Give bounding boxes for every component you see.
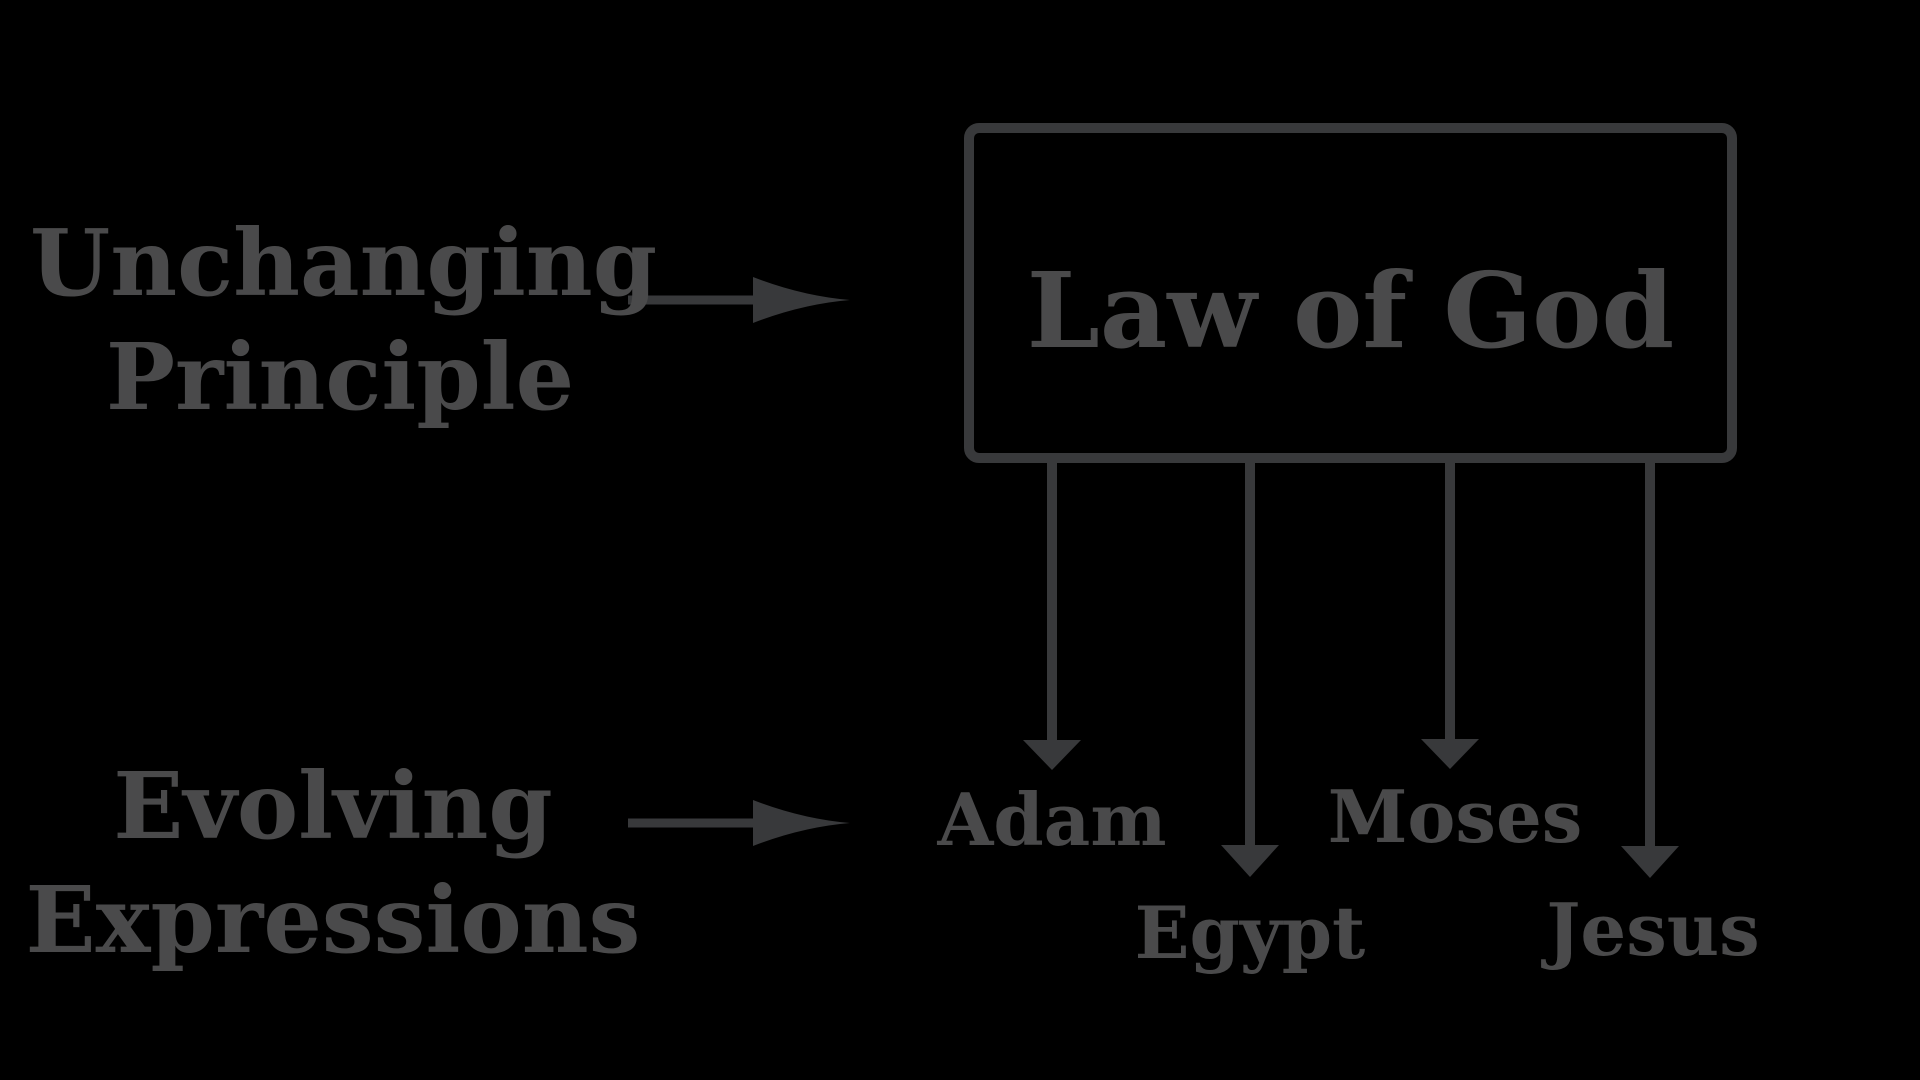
evolving-arrow [628, 800, 850, 846]
evolving-expressions-line1: Evolving [113, 752, 553, 860]
unchanging-arrow [628, 277, 850, 323]
arrow-to-moses [1421, 458, 1479, 769]
arrow-head-down-icon [1421, 739, 1479, 769]
expression-label-moses: Moses [1327, 774, 1583, 859]
unchanging-principle-label: Unchanging Principle [30, 206, 658, 434]
arrow-head-right-icon [753, 277, 850, 323]
evolving-expressions-label: Evolving Expressions [13, 749, 653, 977]
law-of-god-box [964, 123, 1737, 463]
expression-label-jesus: Jesus [1546, 887, 1760, 972]
arrow-to-adam [1023, 458, 1081, 770]
expression-label-egypt: Egypt [1134, 890, 1366, 975]
expression-label-adam: Adam [937, 777, 1167, 862]
unchanging-principle-line1: Unchanging [30, 209, 658, 317]
evolving-expressions-line2: Expressions [25, 866, 641, 974]
law-of-god-label: Law of God [1026, 249, 1675, 372]
arrow-head-down-icon [1621, 846, 1679, 878]
arrow-head-down-icon [1023, 740, 1081, 770]
arrow-head-down-icon [1221, 845, 1279, 877]
unchanging-principle-line2: Principle [105, 323, 575, 431]
arrow-head-right-icon [753, 800, 850, 846]
arrow-to-jesus [1621, 458, 1679, 878]
arrow-to-egypt [1221, 458, 1279, 877]
